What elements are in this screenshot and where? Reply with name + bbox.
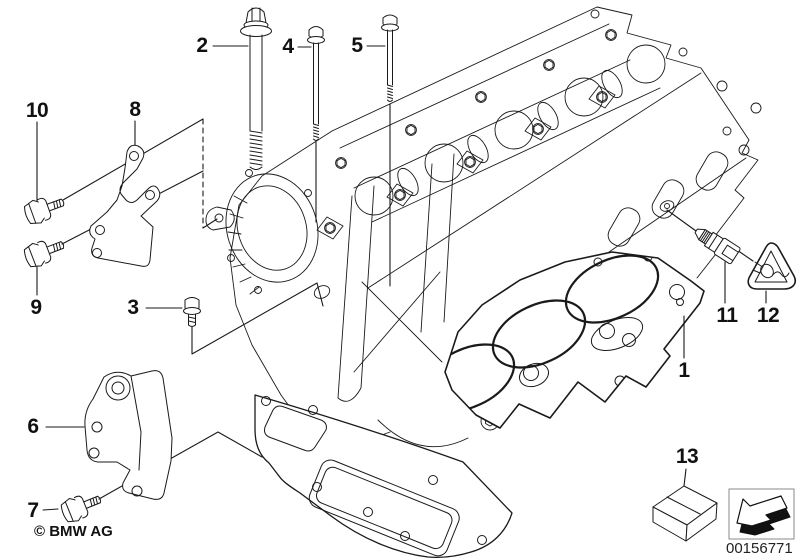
copyright-text: © BMW AG: [34, 523, 113, 540]
timing-gasket-drawing: [255, 395, 512, 559]
bolt-7-drawing: [58, 487, 106, 526]
callout-3[interactable]: 3: [127, 296, 139, 319]
callout-13[interactable]: 13: [675, 445, 699, 468]
callout-12[interactable]: 12: [756, 304, 780, 327]
bolt-2-drawing: [241, 8, 272, 170]
bracket-6-drawing: [85, 371, 172, 500]
callout-1[interactable]: 1: [678, 359, 690, 382]
callout-7[interactable]: 7: [27, 499, 39, 522]
head-gasket-drawing: [411, 242, 704, 428]
callout-6[interactable]: 6: [27, 415, 39, 438]
bolt-3-drawing: [184, 298, 201, 327]
image-number: 00156771: [726, 540, 793, 557]
callout-10[interactable]: 10: [25, 99, 49, 122]
bracket-8-drawing: [90, 145, 160, 266]
temp-sensor-drawing: [691, 223, 741, 265]
bolt-4-drawing: [308, 27, 325, 141]
callout-5[interactable]: 5: [351, 34, 363, 57]
warning-triangle-icon: [748, 243, 795, 289]
bolt-10-drawing: [21, 190, 69, 228]
callout-2[interactable]: 2: [196, 34, 208, 57]
nav-arrow-icon[interactable]: [729, 489, 794, 539]
callout-11[interactable]: 11: [716, 304, 738, 327]
bolt-9-drawing: [21, 232, 69, 271]
callout-8[interactable]: 8: [129, 98, 141, 121]
callout-9[interactable]: 9: [30, 296, 42, 319]
callout-4[interactable]: 4: [282, 35, 294, 58]
bolt-5-drawing: [382, 15, 399, 102]
sealant-box-drawing: [653, 486, 717, 541]
